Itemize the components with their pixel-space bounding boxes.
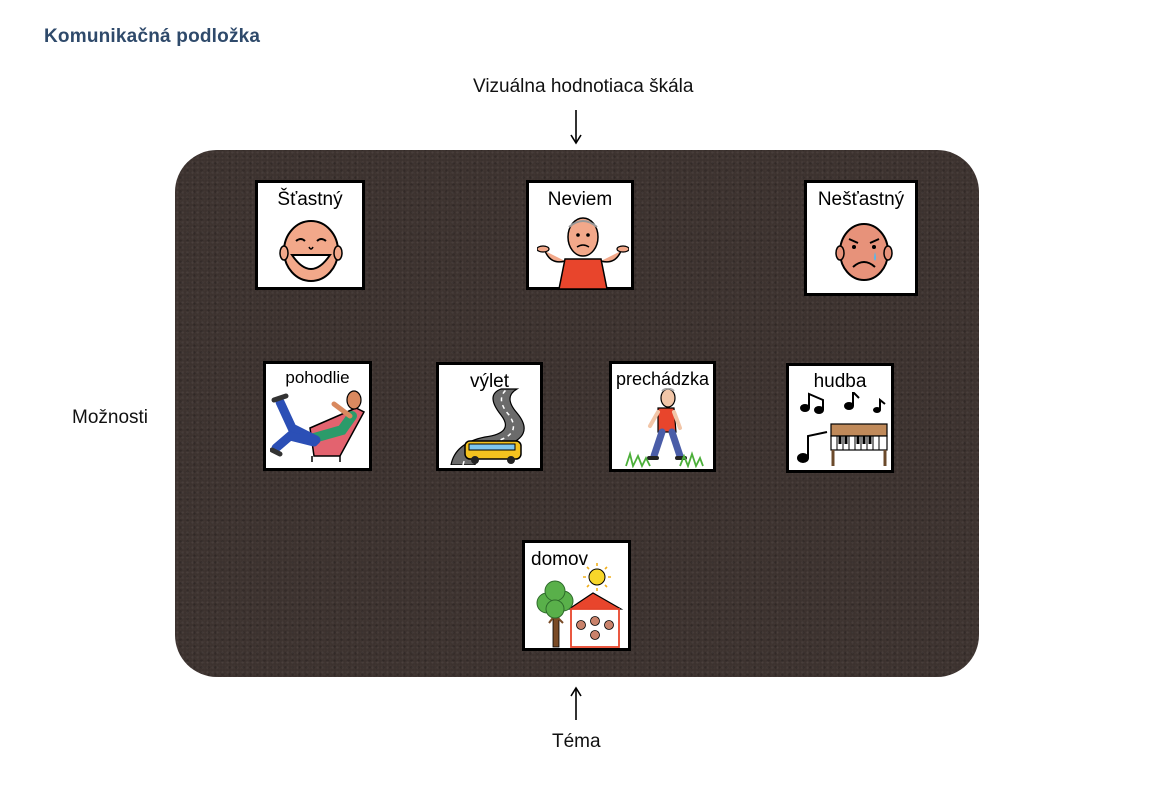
man-walking-icon [625,388,704,468]
options-label: Možnosti [72,407,149,428]
happy-face-icon [279,220,343,282]
card-dont-know[interactable]: Neviem [526,180,634,290]
card-music[interactable]: hudba [786,363,894,473]
card-label: Nešťastný [817,189,905,210]
music-notes-piano-icon [797,392,888,466]
arrow-up-icon [570,686,582,720]
topic-label: Téma [552,731,601,752]
card-label: prechádzka [615,369,710,389]
card-label: pohodlie [285,368,350,387]
card-home[interactable]: domov [522,540,631,651]
shrugging-man-icon [537,217,629,289]
card-label: Šťastný [277,189,343,210]
card-happy[interactable]: Šťastný [255,180,365,290]
card-unhappy[interactable]: Nešťastný [804,180,918,296]
scale-label: Vizuálna hodnotiaca škála [473,76,694,97]
card-label: domov [531,549,589,570]
sad-face-icon [835,223,893,281]
card-comfort[interactable]: pohodlie [263,361,372,471]
card-label: Neviem [547,189,613,210]
card-label: hudba [813,371,867,392]
page-title: Komunikačná podložka [44,26,261,47]
bus-on-road-icon [450,388,525,465]
card-trip[interactable]: výlet [436,362,543,471]
arrow-down-icon [570,110,582,145]
person-relaxing-in-armchair-icon [270,390,366,462]
card-walk[interactable]: prechádzka [609,361,716,472]
card-label: výlet [469,371,510,392]
house-tree-sun-icon [536,563,624,648]
